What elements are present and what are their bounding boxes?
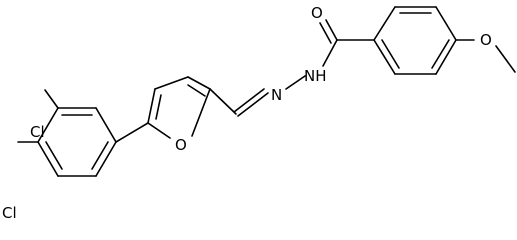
bond-ring-b-1	[95, 107, 117, 143]
bond-ring-b-3	[37, 107, 59, 143]
bond-imine-double-b	[233, 88, 265, 113]
bond-ring-a-4	[435, 39, 457, 75]
chlorine-4-label: Cl	[2, 204, 17, 221]
bond-c3-cl	[44, 89, 59, 109]
bond-ring-b-4	[37, 141, 59, 177]
furan-oxygen-label: O	[175, 136, 187, 154]
bond-furan-c4-c5-inner	[155, 94, 162, 120]
bond-furan-c2-c3-inner	[187, 84, 206, 97]
hydrazide-nh-label: NH	[304, 67, 327, 85]
molecule-canvas: O NH N O O Cl Cl	[2, 4, 516, 221]
bond-ring-b-6-inner	[91, 141, 109, 170]
bond-ring-a-6-inner	[381, 39, 400, 69]
bond-n-n	[285, 75, 306, 90]
bond-imine-double-a	[237, 92, 269, 117]
bond-furan-c3-c4	[154, 76, 189, 90]
bond-furan-c2-c3	[187, 76, 211, 90]
bond-furan-aryl	[115, 122, 149, 143]
bond-carbonyl-double-a	[325, 19, 338, 41]
atom-labels: O NH N O O Cl Cl	[2, 4, 492, 221]
bond-furan-c4-c5	[147, 88, 156, 124]
structure-diagram: O NH N O O Cl Cl	[2, 4, 516, 221]
bond-ring-b-6	[95, 141, 117, 177]
bond-ring-a-3	[435, 6, 457, 41]
carbonyl-oxygen-label: O	[311, 4, 323, 22]
bond-ring-b-4-inner	[45, 141, 63, 170]
methoxy-oxygen-label: O	[480, 31, 492, 49]
bond-o-methyl	[495, 45, 516, 73]
chlorine-3-label: Cl	[30, 123, 45, 141]
bond-carbonyl-double-b	[319, 22, 332, 44]
bond-furan-o-c2	[191, 88, 211, 137]
bond-ring-a-6	[373, 39, 396, 75]
bond-carbonyl-nh	[322, 39, 338, 67]
bond-ch-furan	[209, 88, 237, 115]
hydrazone-n-label: N	[271, 86, 282, 104]
bond-ring-a-4-inner	[431, 39, 450, 69]
bond-ring-a-1	[373, 6, 396, 41]
bonds	[17, 6, 516, 177]
bond-furan-c5-o	[147, 122, 171, 139]
